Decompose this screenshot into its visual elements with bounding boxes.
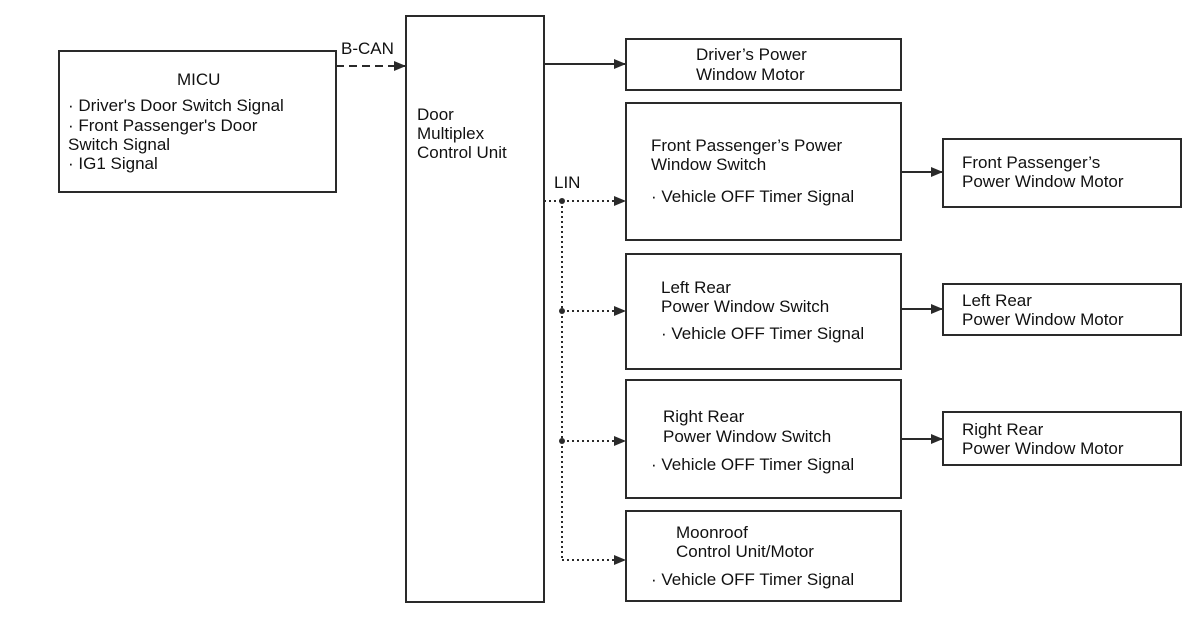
door-unit-label-line: Door — [417, 105, 454, 124]
front-passenger-window-motor-box: Front Passenger’s Power Window Motor — [942, 138, 1182, 208]
micu-signal-line: · Front Passenger's Door — [68, 116, 258, 135]
left-rear-window-switch-box: Left Rear Power Window Switch · Vehicle … — [625, 253, 902, 370]
lr-motor-label-line: Left Rear — [962, 291, 1032, 310]
rr-switch-label-line: Power Window Switch — [663, 427, 832, 446]
micu-signal-line: · IG1 Signal — [68, 154, 158, 173]
fp-motor-label-line: Power Window Motor — [962, 172, 1124, 191]
front-passenger-window-switch-box: Front Passenger’s Power Window Switch · … — [625, 102, 902, 241]
micu-title: MICU — [177, 70, 221, 89]
rr-motor-label-line: Right Rear — [962, 420, 1044, 439]
moonroof-label-line: Moonroof — [676, 523, 748, 542]
door-unit-label-line: Multiplex — [417, 124, 485, 143]
micu-box: MICU · Driver's Door Switch Signal · Fro… — [58, 50, 337, 193]
fp-switch-label-line: Window Switch — [651, 155, 767, 174]
lin-label: LIN — [554, 173, 581, 192]
rr-motor-label-line: Power Window Motor — [962, 439, 1124, 458]
moonroof-signal: · Vehicle OFF Timer Signal — [651, 570, 855, 589]
rr-switch-signal: · Vehicle OFF Timer Signal — [651, 455, 855, 474]
fp-switch-signal: · Vehicle OFF Timer Signal — [651, 187, 855, 206]
fp-switch-label-line: Front Passenger’s Power — [651, 136, 843, 155]
right-rear-window-motor-box: Right Rear Power Window Motor — [942, 411, 1182, 466]
bcan-label: B-CAN — [341, 39, 394, 58]
driver-motor-label-line: Driver’s Power — [696, 45, 807, 64]
micu-signal-line: Switch Signal — [68, 135, 171, 154]
moonroof-control-unit-box: Moonroof Control Unit/Motor · Vehicle OF… — [625, 510, 902, 602]
lr-switch-signal: · Vehicle OFF Timer Signal — [661, 324, 865, 343]
right-rear-window-switch-box: Right Rear Power Window Switch · Vehicle… — [625, 379, 902, 499]
fp-motor-label-line: Front Passenger’s — [962, 153, 1101, 172]
driver-motor-label-line: Window Motor — [696, 65, 805, 84]
driver-power-window-motor-box: Driver’s Power Window Motor — [625, 38, 902, 91]
left-rear-window-motor-box: Left Rear Power Window Motor — [942, 283, 1182, 336]
door-multiplex-control-unit-box: Door Multiplex Control Unit — [405, 15, 545, 603]
moonroof-label-line: Control Unit/Motor — [676, 542, 814, 561]
micu-signal-line: · Driver's Door Switch Signal — [68, 96, 284, 115]
door-unit-label-line: Control Unit — [417, 143, 507, 162]
rr-switch-label-line: Right Rear — [663, 407, 745, 426]
lr-switch-label-line: Left Rear — [661, 278, 731, 297]
lr-switch-label-line: Power Window Switch — [661, 297, 830, 316]
lr-motor-label-line: Power Window Motor — [962, 310, 1124, 329]
